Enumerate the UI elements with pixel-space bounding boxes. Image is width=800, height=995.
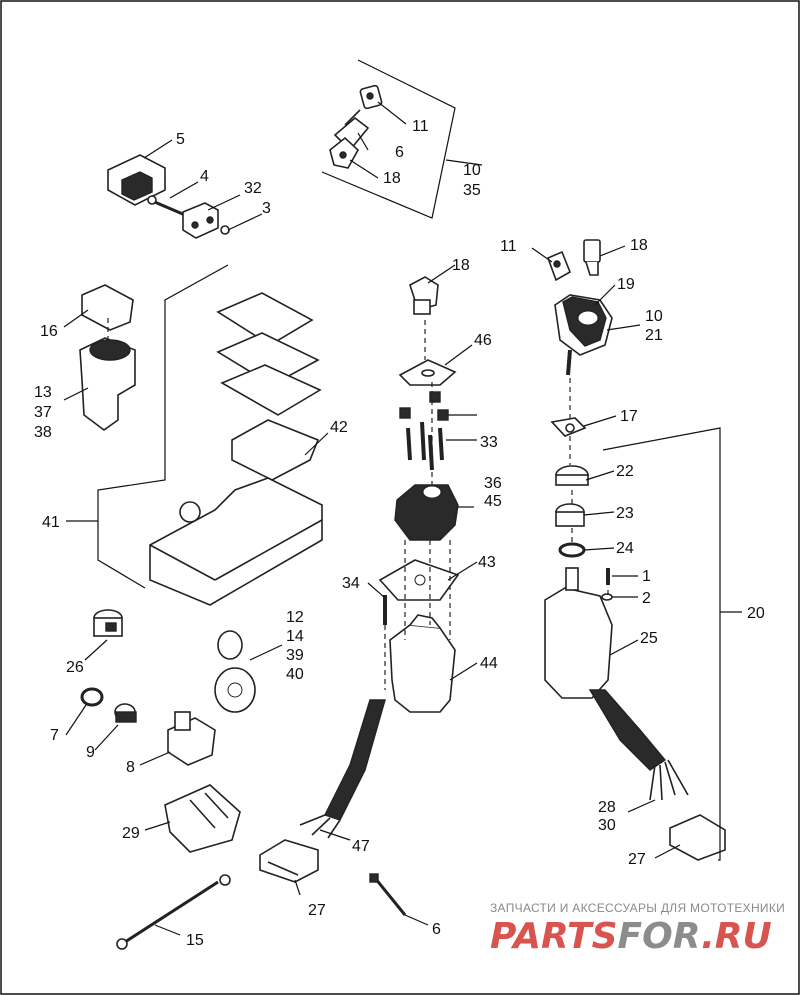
watermark-brand-for: FOR [618, 916, 702, 957]
label-13: 13 [34, 384, 52, 401]
part-7-oring [80, 687, 104, 707]
label-24: 24 [616, 540, 634, 557]
part-15-cable [116, 874, 231, 950]
part-13-relay [79, 337, 136, 431]
part-3-nut [220, 225, 230, 235]
part-27-connector-left [259, 839, 319, 883]
label-9: 9 [86, 744, 95, 761]
label-45: 47 [352, 838, 370, 855]
label-10-right: 10 [645, 308, 663, 325]
leader-lines [63, 59, 742, 936]
part-8-relay [167, 711, 216, 766]
label-27-left: 27 [308, 902, 326, 919]
label-30: 30 [598, 817, 616, 834]
label-41: 43 [478, 554, 496, 571]
label-6-bottom: 6 [432, 921, 441, 938]
label-22: 22 [616, 463, 634, 480]
label-34-top: 35 [463, 182, 481, 199]
alignment-lines [107, 318, 609, 690]
part-44-gasket [398, 359, 457, 386]
label-33: 34 [342, 575, 360, 592]
label-36: 38 [34, 424, 52, 441]
part-34-cover [394, 484, 459, 541]
label-11-top: 11 [412, 118, 429, 135]
label-18-top: 18 [383, 170, 401, 187]
part-labels: 5 4 32 3 11 6 18 10 35 16 13 37 38 41 42… [34, 118, 765, 949]
label-20: 20 [747, 605, 765, 622]
label-21: 21 [645, 327, 663, 344]
part-41-plate [378, 559, 460, 601]
part-11-key-top [359, 84, 383, 110]
part-29-bracket [164, 784, 241, 853]
label-14: 14 [286, 628, 304, 645]
part-17-clip [550, 417, 587, 437]
label-1: 1 [642, 568, 651, 585]
label-3: 3 [262, 200, 271, 217]
label-18-center: 18 [452, 257, 470, 274]
part-18-key-center [409, 276, 439, 315]
label-19: 19 [617, 276, 635, 293]
part-27-connector-right [669, 814, 726, 861]
watermark-brand: PARTSFOR.RU [490, 916, 772, 957]
label-10-top: 10 [463, 162, 481, 179]
label-17: 17 [620, 408, 638, 425]
label-34-mid: 36 [484, 475, 502, 492]
label-42: 44 [480, 655, 498, 672]
part-18-key-right [583, 239, 601, 276]
label-32: 33 [480, 434, 498, 451]
label-8: 8 [126, 759, 135, 776]
label-12: 12 [286, 609, 304, 626]
label-25: 25 [640, 630, 658, 647]
part-42-switch-body [299, 614, 456, 839]
part-39-fusebox [149, 292, 323, 606]
label-2: 2 [642, 590, 651, 607]
part-31-block [182, 202, 219, 239]
label-23: 23 [616, 505, 634, 522]
label-11-right: 11 [500, 238, 517, 255]
label-40: 42 [330, 419, 348, 436]
label-27-right: 27 [628, 851, 646, 868]
watermark: ЗАПЧАСТИ И АКСЕССУАРЫ ДЛЯ МОТОТЕХНИКИ PA… [490, 901, 785, 957]
part-26-sensor [93, 609, 123, 637]
label-38: 40 [286, 666, 304, 683]
watermark-brand-ru: .RU [701, 916, 772, 957]
label-39: 41 [42, 514, 60, 531]
label-18-right: 18 [630, 237, 648, 254]
label-16: 16 [40, 323, 58, 340]
label-26: 26 [66, 659, 84, 676]
label-31: 32 [244, 180, 262, 197]
label-5: 5 [176, 131, 185, 148]
label-43: 45 [484, 493, 502, 510]
part-16-relay-cap [81, 284, 134, 331]
part-5-cap [107, 154, 166, 206]
label-4: 4 [200, 168, 209, 185]
part-19-switch-head [554, 294, 613, 376]
part-12-cap [214, 630, 256, 713]
label-15: 15 [186, 932, 204, 949]
label-35: 37 [34, 404, 52, 421]
part-4-bolt [147, 195, 186, 217]
label-37: 39 [286, 647, 304, 664]
label-6-top: 6 [395, 144, 404, 161]
part-22-23-24-bushings [555, 465, 589, 558]
label-29: 29 [122, 825, 140, 842]
part-9-switch [114, 703, 137, 723]
label-7: 7 [50, 727, 59, 744]
watermark-brand-parts: PARTS [490, 916, 618, 957]
part-25-switch-body [544, 567, 689, 801]
label-44: 46 [474, 332, 492, 349]
part-11-key-right [546, 250, 572, 282]
label-28: 28 [598, 799, 616, 816]
watermark-tagline: ЗАПЧАСТИ И АКСЕССУАРЫ ДЛЯ МОТОТЕХНИКИ [490, 901, 785, 915]
part-6-tie [369, 873, 407, 916]
